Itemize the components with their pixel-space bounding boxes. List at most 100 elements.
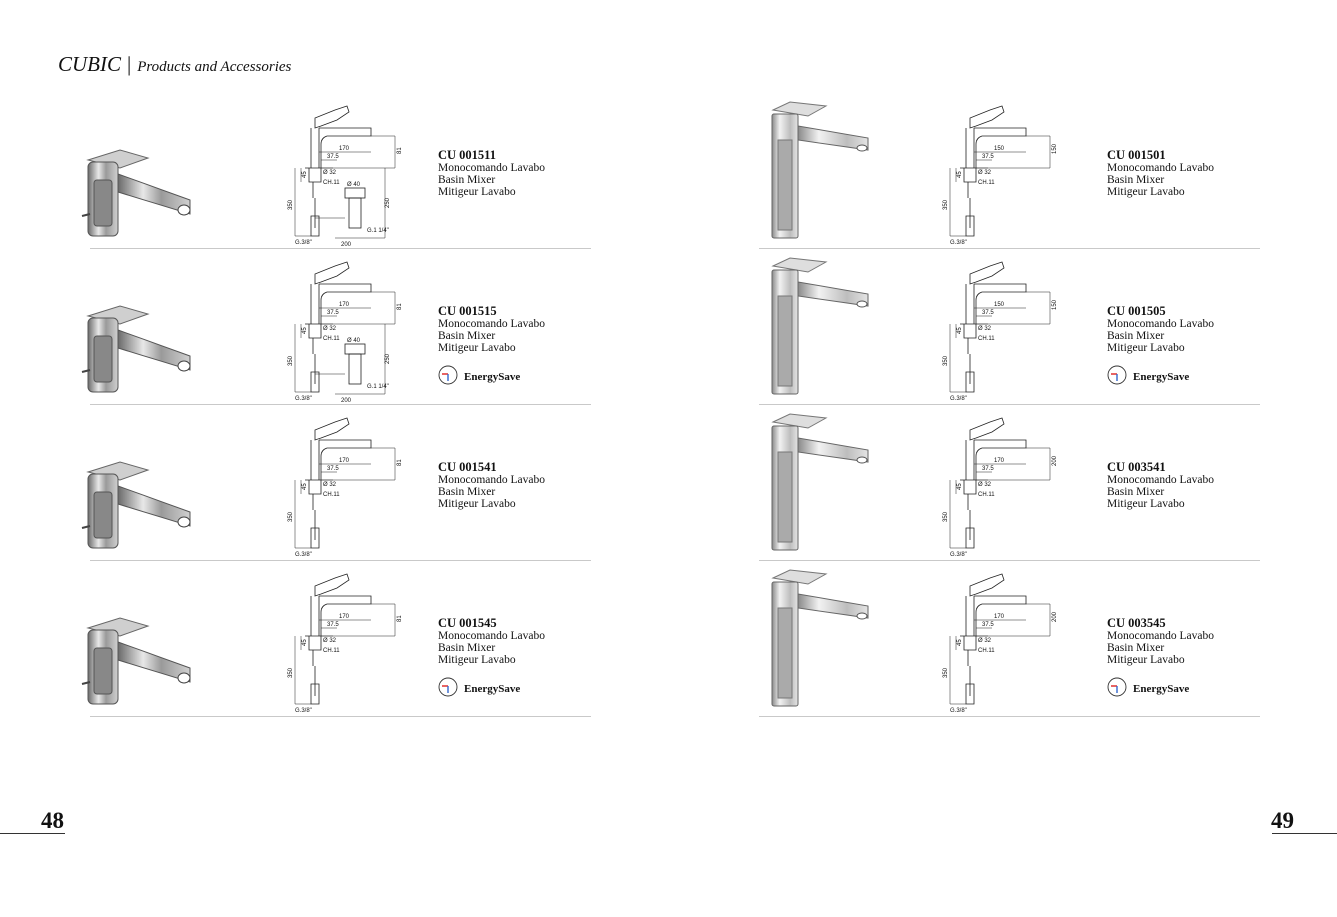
product-description: Monocomando Lavabo xyxy=(1107,630,1214,642)
dimension-waste_d: Ø 40 xyxy=(347,338,361,344)
page-header: CUBIC|Products and Accessories xyxy=(58,52,291,77)
dimension-total: 250 xyxy=(385,197,391,208)
dimension-height: 200 xyxy=(1052,611,1058,622)
product-description: Basin Mixer xyxy=(438,330,496,342)
dimension-tail: 350 xyxy=(288,511,294,522)
product-description: Monocomando Lavabo xyxy=(1107,162,1214,174)
dimension-tail: 350 xyxy=(288,667,294,678)
page-number-right: 49 xyxy=(1271,808,1294,833)
product-photo xyxy=(80,276,200,401)
product-code: CU 003541 xyxy=(1107,460,1166,474)
dimension-tail: 350 xyxy=(943,511,949,522)
dimension-waste_thread: G.1 1/4" xyxy=(367,384,389,390)
dimension-base: Ø 32 xyxy=(323,482,337,488)
product-description: Mitigeur Lavabo xyxy=(438,342,516,354)
dimension-offset: 37.5 xyxy=(327,154,339,160)
product-description: Basin Mixer xyxy=(1107,642,1165,654)
product-description: Basin Mixer xyxy=(1107,174,1165,186)
dimension-spread: 150 xyxy=(994,146,1005,152)
product-code: CU 003545 xyxy=(1107,616,1166,630)
dimension-offset: 37.5 xyxy=(982,310,994,316)
dimension-height: 150 xyxy=(1052,299,1058,310)
product-description: Basin Mixer xyxy=(1107,486,1165,498)
header-separator: | xyxy=(127,52,132,76)
product-photo xyxy=(768,100,878,245)
product-description: Monocomando Lavabo xyxy=(438,474,545,486)
dimension-collar: 45 xyxy=(302,327,308,334)
dimension-collar: 45 xyxy=(302,171,308,178)
dimension-collar: 45 xyxy=(957,171,963,178)
energysave-icon xyxy=(438,365,464,388)
product-photo xyxy=(768,568,878,713)
energysave-badge: EnergySave xyxy=(438,365,545,388)
dimension-height: 200 xyxy=(1052,455,1058,466)
product-description: Mitigeur Lavabo xyxy=(1107,498,1185,510)
dimension-offset: 37.5 xyxy=(982,466,994,472)
dimension-hex: CH.11 xyxy=(978,180,995,186)
energysave-label: EnergySave xyxy=(1133,370,1190,383)
dimension-waste_d: Ø 40 xyxy=(347,182,361,188)
product-description: Basin Mixer xyxy=(438,486,496,498)
product-description: Monocomando Lavabo xyxy=(1107,318,1214,330)
page-number-rule-left xyxy=(0,833,65,834)
product-photo xyxy=(80,588,200,713)
dimension-thread: G.3/8" xyxy=(950,240,967,246)
dimension-collar: 45 xyxy=(957,639,963,646)
product-photo xyxy=(768,256,878,401)
dimension-spread: 150 xyxy=(994,302,1005,308)
dimension-hex: CH.11 xyxy=(978,648,995,654)
dimension-tail: 350 xyxy=(943,355,949,366)
dimension-hex: CH.11 xyxy=(323,648,340,654)
dimension-height: 150 xyxy=(1052,143,1058,154)
dimension-spread: 170 xyxy=(339,458,350,464)
dimension-waste_len: 200 xyxy=(341,242,352,248)
dimension-thread: G.3/8" xyxy=(950,552,967,558)
product-description: Mitigeur Lavabo xyxy=(1107,654,1185,666)
dimension-hex: CH.11 xyxy=(978,336,995,342)
energysave-icon xyxy=(1107,677,1133,700)
product-code: CU 001515 xyxy=(438,304,497,318)
dimension-collar: 45 xyxy=(302,639,308,646)
dimension-waste_thread: G.1 1/4" xyxy=(367,228,389,234)
product-description: Mitigeur Lavabo xyxy=(438,186,516,198)
dimension-base: Ø 32 xyxy=(978,638,992,644)
product-code: CU 001545 xyxy=(438,616,497,630)
brand-title: CUBIC xyxy=(58,52,121,76)
page-number-left: 48 xyxy=(41,808,64,833)
product-code: CU 001501 xyxy=(1107,148,1166,162)
dimension-thread: G.3/8" xyxy=(295,396,312,402)
energysave-icon xyxy=(438,677,464,700)
product-description: Basin Mixer xyxy=(438,642,496,654)
product-description: Basin Mixer xyxy=(1107,330,1165,342)
energysave-label: EnergySave xyxy=(464,370,521,383)
dimension-spread: 170 xyxy=(339,146,350,152)
dimension-waste_len: 200 xyxy=(341,398,352,404)
dimension-tail: 350 xyxy=(288,199,294,210)
dimension-base: Ø 32 xyxy=(978,482,992,488)
dimension-hex: CH.11 xyxy=(323,180,340,186)
dimension-height: 81 xyxy=(397,615,403,622)
dimension-tail: 350 xyxy=(943,199,949,210)
dimension-thread: G.3/8" xyxy=(950,708,967,714)
dimension-thread: G.3/8" xyxy=(295,708,312,714)
product-description: Mitigeur Lavabo xyxy=(1107,342,1185,354)
dimension-spread: 170 xyxy=(339,614,350,620)
dimension-height: 81 xyxy=(397,303,403,310)
